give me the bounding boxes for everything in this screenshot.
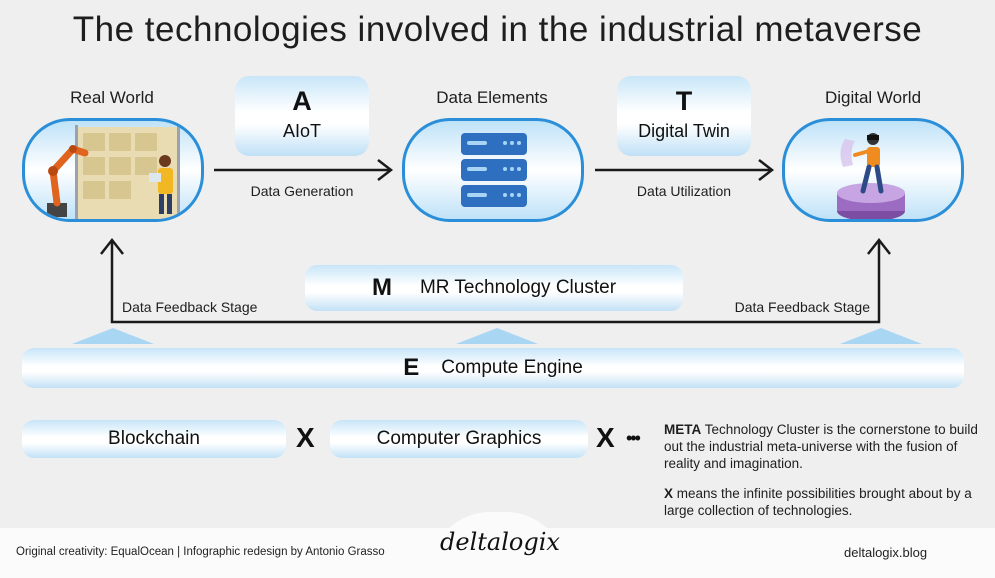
twin-label: Digital Twin: [638, 121, 730, 141]
twin-letter: T: [675, 86, 693, 116]
compute-engine-bar: E Compute Engine: [22, 348, 964, 388]
mr-letter: M: [371, 274, 392, 301]
computer-graphics-label: Computer Graphics: [376, 428, 542, 449]
x-note-text: means the infinite possibilities brought…: [664, 486, 972, 518]
engine-letter: E: [403, 354, 420, 381]
digital-world-label: Digital World: [824, 88, 922, 107]
site-link[interactable]: deltalogix.blog: [844, 545, 928, 560]
aiot-pill: A AIoT: [235, 76, 369, 156]
x-note-bold: X: [664, 486, 674, 501]
data-utilization-caption: Data Utilization: [636, 183, 732, 199]
vr-person-illustration: [837, 133, 905, 219]
mr-label: MR Technology Cluster: [419, 277, 617, 298]
digital-world-oval: [782, 118, 964, 222]
aiot-letter: A: [292, 86, 312, 116]
ellipsis: •••: [626, 428, 641, 448]
server-stack-icon: [461, 133, 527, 207]
x-note: X means the infinite possibilities broug…: [664, 485, 986, 519]
factory-robot-illustration: [47, 125, 180, 219]
engine-label: Compute Engine: [441, 357, 583, 378]
feedback-caption-left: Data Feedback Stage: [122, 299, 258, 315]
feedback-caption-right: Data Feedback Stage: [734, 299, 870, 315]
page-title: The technologies involved in the industr…: [72, 10, 923, 49]
computer-graphics-bar: Computer Graphics: [330, 420, 588, 458]
data-elements-oval: [402, 118, 584, 222]
data-generation-caption: Data Generation: [250, 183, 354, 199]
blockchain-bar: Blockchain: [22, 420, 286, 458]
real-world-label: Real World: [70, 88, 154, 107]
support-triangle-center: [456, 328, 538, 344]
credit-text: Original creativity: EqualOcean | Infogr…: [16, 546, 385, 558]
support-triangle-left: [72, 328, 154, 344]
x-mark-2: X: [596, 422, 615, 453]
meta-note: META Technology Cluster is the cornersto…: [664, 421, 986, 472]
data-feedback-arrow: [110, 242, 881, 324]
deltalogix-logo: deltalogix: [440, 528, 560, 556]
aiot-label: AIoT: [282, 121, 321, 141]
meta-note-bold: META: [664, 422, 702, 437]
data-elements-label: Data Elements: [436, 88, 548, 107]
support-triangle-right: [840, 328, 922, 344]
mr-technology-pill: M MR Technology Cluster: [305, 265, 683, 311]
meta-note-text: Technology Cluster is the cornerstone to…: [664, 422, 978, 471]
blockchain-label: Blockchain: [108, 428, 200, 449]
x-mark-1: X: [296, 422, 315, 453]
real-world-oval: [22, 118, 204, 222]
digital-twin-pill: T Digital Twin: [617, 76, 751, 156]
